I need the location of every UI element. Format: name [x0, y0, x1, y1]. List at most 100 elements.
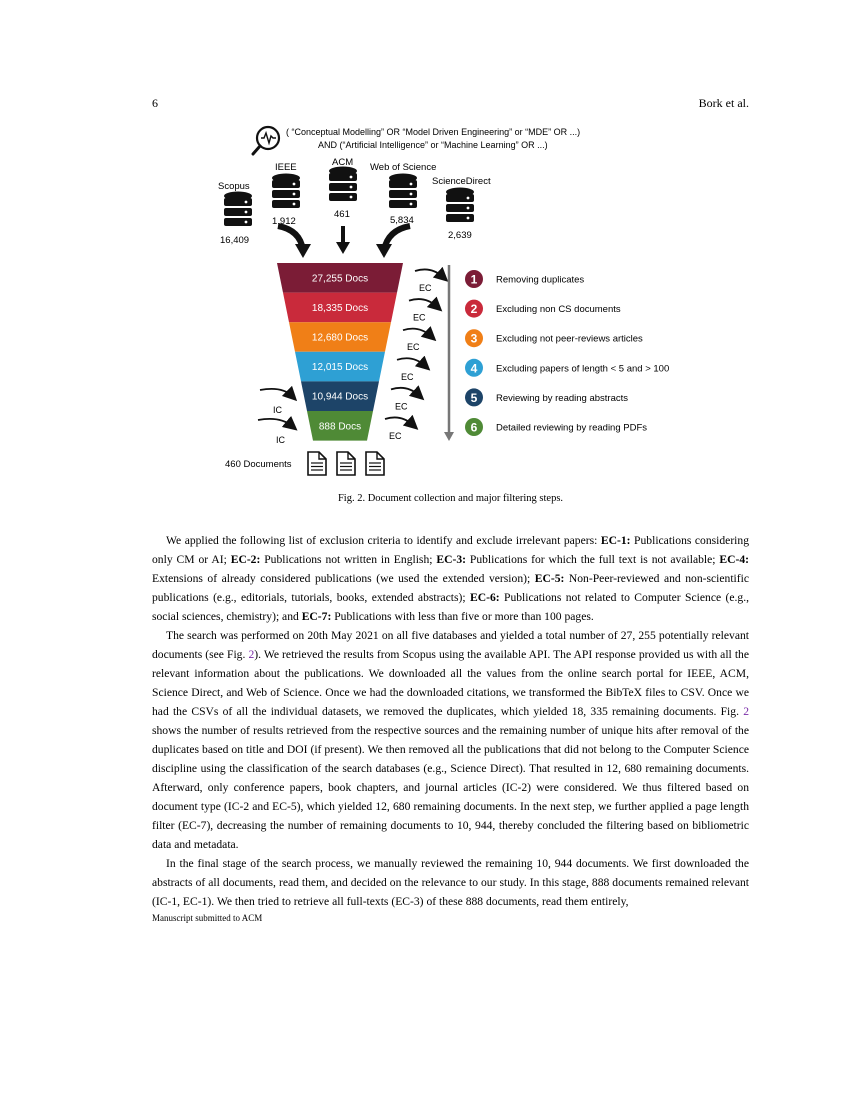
funnel-segment [295, 351, 385, 382]
database-count-acm: 461 [334, 209, 350, 220]
ec-label: EC [395, 401, 408, 411]
text-run: Publications not written in English; [260, 553, 437, 566]
step-label: Excluding papers of length < 5 and > 100 [496, 363, 669, 374]
criterion-label: EC-2: [230, 553, 261, 566]
text-run: Extensions of already considered publica… [152, 572, 535, 585]
figure-reference-link[interactable]: 2 [743, 705, 749, 718]
paragraph-search-process: The search was performed on 20th May 202… [152, 626, 749, 854]
figure-graphic: ( “Conceptual Modelling” OR “Model Drive… [218, 125, 669, 476]
text-run: shows the number of results retrieved fr… [152, 724, 749, 851]
ec-arrow-icon [396, 355, 431, 371]
figure-caption: Fig. 2. Document collection and major fi… [337, 493, 564, 504]
criterion-label: EC-3: [436, 553, 466, 566]
figure-document-collection: ( “Conceptual Modelling” OR “Model Drive… [200, 122, 700, 482]
text-run: ). We retrieved the results from Scopus … [152, 648, 749, 718]
result-label: 460 Documents [225, 459, 292, 470]
database-count-scopus: 16,409 [220, 235, 249, 246]
database-icon-acm [329, 166, 357, 201]
database-name-ieee: IEEE [275, 162, 297, 173]
search-query-line-1: ( “Conceptual Modelling” OR “Model Drive… [286, 127, 580, 137]
search-query-line-2: AND (“Artificial Intelligence” or “Machi… [318, 140, 548, 150]
step-number: 4 [471, 361, 478, 375]
text-run: We applied the following list of exclusi… [166, 534, 601, 547]
funnel-segment-label: 10,944 Docs [312, 392, 368, 403]
step-number-badge [465, 270, 483, 288]
ec-label: EC [413, 313, 426, 323]
running-authors: Bork et al. [698, 96, 749, 110]
step-number: 6 [471, 421, 478, 435]
step-number-badge [465, 358, 483, 377]
step-label: Excluding not peer-reviews articles [496, 334, 643, 345]
step-number-badge [465, 388, 483, 407]
ic-arrow-icon [257, 415, 298, 431]
database-count-sciencedirect: 2,639 [448, 230, 472, 241]
step-number: 2 [471, 302, 478, 316]
database-name-acm: ACM [332, 157, 353, 168]
document-icon [336, 451, 356, 476]
funnel-segment [277, 263, 403, 293]
inclusion-criteria-arrows: IC IC [257, 385, 298, 445]
page-number: 6 [152, 96, 158, 110]
database-name-scopus: Scopus [218, 181, 250, 192]
ec-label: EC [401, 372, 414, 382]
text-run: Publications not related to Computer Sci… [152, 591, 750, 623]
progress-arrowhead-icon [444, 432, 454, 441]
ec-arrow-icon [390, 385, 425, 401]
database-icon-web-of-science [389, 173, 417, 208]
exclusion-criteria-arrows: EC EC EC EC EC EC [384, 266, 449, 441]
arrowhead-icon [295, 244, 311, 258]
page-footer: Manuscript submitted to ACM [152, 913, 263, 923]
funnel-segment [307, 411, 373, 441]
funnel-segment-label: 12,015 Docs [312, 362, 368, 373]
funnel-segment-label: 12,680 Docs [312, 333, 368, 344]
step-number-badge [465, 329, 483, 348]
paragraph-exclusion-criteria: We applied the following list of exclusi… [152, 531, 749, 626]
database-count-web-of-science: 5,834 [390, 215, 414, 226]
database-name-web-of-science: Web of Science [370, 162, 436, 173]
ic-label-2: IC [276, 435, 286, 445]
database-icon-sciencedirect [446, 187, 474, 222]
funnel-chart: 27,255 Docs 18,335 Docs 12,680 Docs 12,015 … [277, 263, 403, 441]
step-label: Excluding non CS documents [496, 304, 621, 315]
text-run: The search was performed on 20th May 202… [152, 629, 749, 661]
ec-label: EC [419, 283, 432, 293]
criterion-label: EC-6: [469, 591, 500, 604]
step-label: Removing duplicates [496, 275, 584, 286]
document-icon [365, 451, 385, 476]
ec-arrow-icon [384, 414, 419, 430]
funnel-segment-label: 888 Docs [319, 421, 361, 432]
ec-label: EC [407, 342, 420, 352]
funnel-segment-label: 27,255 Docs [312, 273, 368, 284]
arrowhead-icon [336, 242, 350, 254]
criterion-label: EC-7: [301, 610, 332, 623]
step-number: 3 [471, 332, 478, 346]
step-number: 1 [471, 273, 478, 287]
text-run: Non-Peer-reviewed and non-scientific pub… [152, 572, 749, 604]
paragraph-final-stage: In the final stage of the search process… [152, 857, 749, 908]
text-run: Publications considering only CM or AI; [152, 534, 750, 566]
funnel-segment-label: 18,335 Docs [312, 303, 368, 314]
funnel-segment [289, 322, 391, 352]
text-run: Publications for which the full text is … [465, 553, 720, 566]
criterion-label: EC-5: [534, 572, 565, 585]
search-magnifier-icon [251, 125, 281, 156]
step-label: Detailed reviewing by reading PDFs [496, 423, 647, 434]
arrowhead-icon [376, 244, 392, 258]
ec-label: EC [389, 431, 402, 441]
database-count-ieee: 1,912 [272, 216, 296, 227]
text-run: Publications with less than five or more… [331, 610, 594, 623]
ec-arrow-icon [414, 266, 449, 282]
database-name-sciencedirect: ScienceDirect [432, 176, 491, 187]
step-number-badge [465, 299, 483, 318]
ic-label-1: IC [273, 405, 283, 415]
body-text: We applied the following list of exclusi… [152, 531, 749, 911]
step-label: Reviewing by reading abstracts [496, 393, 628, 404]
document-icon [307, 451, 327, 476]
step-number: 5 [471, 391, 478, 405]
criterion-label: EC-1: [600, 534, 631, 547]
step-number-badge [465, 418, 483, 436]
figure-reference-link[interactable]: 2 [248, 648, 255, 661]
database-icon-scopus [224, 191, 252, 226]
funnel-segment [301, 381, 379, 411]
filtering-steps-list: 1 Removing duplicates 2 Excluding non CS do… [465, 270, 669, 436]
